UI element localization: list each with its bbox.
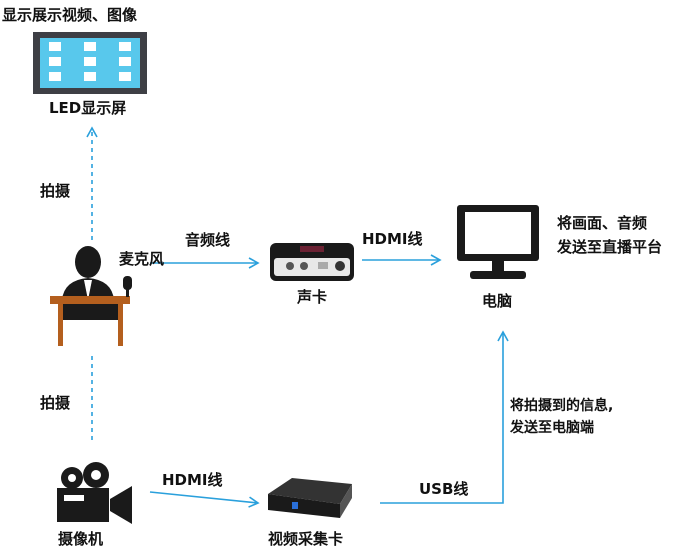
presenter-at-desk-icon <box>50 246 132 346</box>
computer-note-line1: 将画面、音频 <box>557 214 648 232</box>
camera-label: 摄像机 <box>58 530 104 548</box>
capture-card-label: 视频采集卡 <box>268 530 344 548</box>
sound-card-icon <box>270 243 354 281</box>
sound-card-label: 声卡 <box>297 288 328 306</box>
shoot-top-label: 拍摄 <box>40 182 71 200</box>
computer-note-line2: 发送至直播平台 <box>557 238 663 256</box>
computer-label: 电脑 <box>482 292 513 310</box>
usb-note-line2: 发送至电脑端 <box>510 420 594 436</box>
hdmi-cable-top-label: HDMI线 <box>362 230 423 248</box>
led-screen-label: LED显示屏 <box>49 99 127 117</box>
audio-cable-label: 音频线 <box>185 231 231 249</box>
shoot-bottom-label: 拍摄 <box>40 394 71 412</box>
video-camera-icon <box>57 462 132 524</box>
usb-note-line1: 将拍摄到的信息, <box>510 398 614 414</box>
led-screen-icon <box>33 32 147 94</box>
microphone-label: 麦克风 <box>119 250 165 268</box>
arrow-usb-to-computer <box>380 330 509 504</box>
display-caption: 显示展示视频、图像 <box>2 6 138 24</box>
monitor-icon <box>457 205 539 279</box>
hdmi-cable-bottom-label: HDMI线 <box>162 471 223 489</box>
capture-card-icon <box>268 478 352 518</box>
arrow-hdmi-camera <box>149 491 260 508</box>
usb-cable-label: USB线 <box>419 480 469 498</box>
